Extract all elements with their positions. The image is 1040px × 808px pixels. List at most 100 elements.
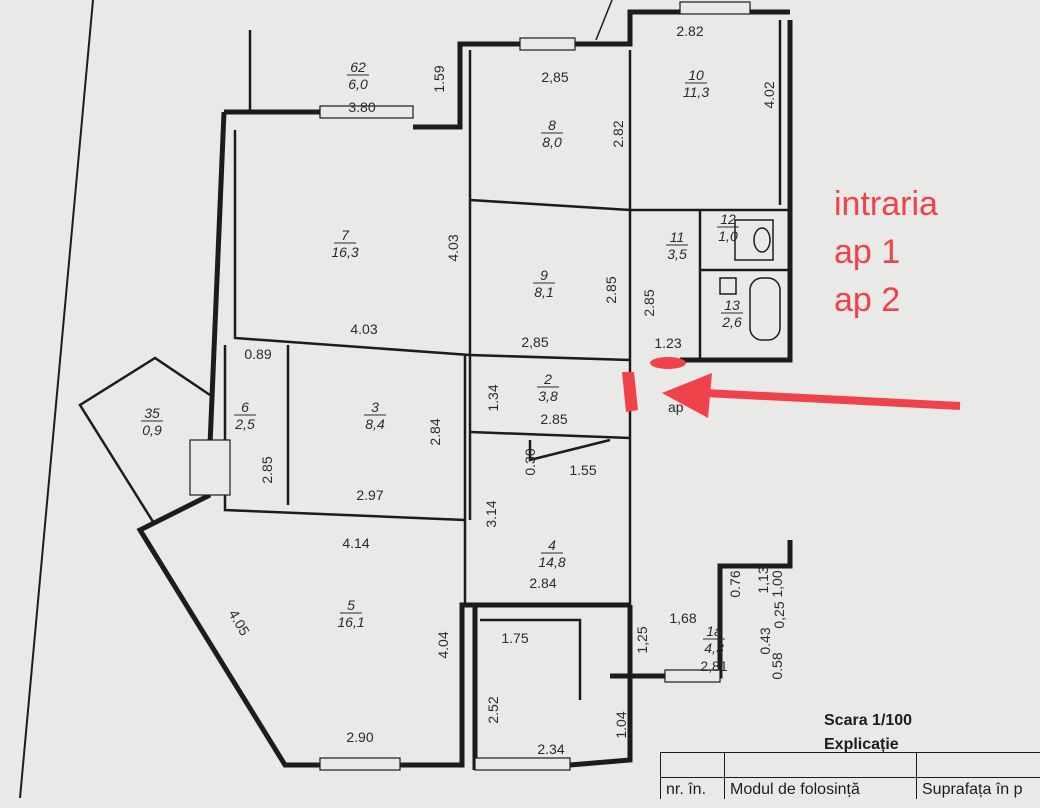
interior-wall [469,430,631,440]
dimension-label: 4.03 [350,321,377,337]
dimension-label: 0,25 [771,601,787,628]
room-number: 4 [548,537,556,553]
dimension-label: 4.03 [445,234,461,261]
room-area: 0,9 [142,422,162,438]
wall [413,41,520,130]
room-number: 35 [144,405,160,421]
interior-wall [469,198,790,212]
legend-header-row: nr. în. Modul de folosință Suprafața în … [660,777,1040,808]
dimension-label: 3.80 [348,99,375,115]
room-area: 14,8 [538,554,565,570]
dimension-label: 4.14 [342,535,369,551]
dimension-label: 2.90 [346,729,373,745]
room-area: 8,4 [365,416,385,432]
scale-label: Scara 1/100 [824,712,913,729]
balcony-outline [78,356,211,526]
dimension-label: 1.34 [485,384,501,411]
room-number: 7 [341,227,350,243]
room-area: 3,8 [538,388,558,404]
room-area: 2,5 [234,416,255,432]
dimension-label: 2.85 [603,276,619,303]
dimension-label: 2.84 [529,575,556,591]
dimension-label: 2.82 [676,23,703,39]
table-divider [724,753,725,799]
interior-wall [480,618,582,700]
dimension-label: 1,00 [769,570,785,597]
dimension-label: 1.04 [613,711,629,738]
dimension-label: 1.75 [501,630,528,646]
dimension-label: 0.30 [522,448,538,475]
dimension-label: 0.76 [727,570,743,597]
room-number: 12 [720,211,736,227]
entrance-door-marker [622,372,638,412]
dimension-label: 2.97 [356,487,383,503]
wall [136,492,320,768]
window [519,37,576,51]
dimension-label: 2.85 [540,411,567,427]
stair [528,438,611,462]
window [474,757,571,771]
interior-wall [233,130,631,362]
dimension-label: 2,85 [521,334,548,350]
wall [207,111,227,446]
room-area: 3,5 [667,246,687,262]
page-fold-line [595,0,613,41]
room-area: 4,3 [704,640,724,656]
toilet-bowl-icon [753,227,771,253]
dimension-label: 0.43 [757,627,773,654]
entrance-annotation: intraria ap 1 ap 2 [834,180,938,324]
window [319,757,401,771]
room-number: 3 [371,399,379,415]
room-number: 5 [347,597,355,613]
legend-block: Scara 1/100 Explicație nr. în. Modul de … [660,712,1040,799]
annotation-line: ap 1 [834,233,901,271]
dimension-label: 2,81 [700,658,727,674]
dimension-label: 2.85 [641,289,657,316]
dimension-label: 2,85 [541,69,568,85]
dimension-label: 4.05 [226,607,254,639]
dimension-label: 2.34 [537,741,564,757]
window [319,105,414,119]
room-area: 1,0 [718,228,738,244]
room-area: 8,1 [534,284,553,300]
room-area: 11,3 [683,84,709,100]
sink-icon [719,277,737,295]
wall [575,9,680,47]
window [189,439,231,496]
legend-col-nr: nr. în. [666,781,707,798]
room-area: 8,0 [542,134,562,150]
room-area: 16,3 [331,244,358,260]
dimension-label: 2.82 [610,120,626,147]
room-number: 10 [688,67,704,83]
door-label: ap [668,399,684,415]
dimension-label: 3.14 [483,500,499,527]
entrance-arrowhead-icon [662,373,712,418]
entrance-arrow-icon [704,389,961,410]
dimension-label: 0.58 [769,652,785,679]
dimension-label: 1.23 [654,335,681,351]
window [664,669,721,683]
dimension-label: 1,13 [755,566,771,593]
toilet-icon [734,219,774,261]
legend-table: nr. în. Modul de folosință Suprafața în … [660,752,1040,799]
room-number: 11 [670,229,685,245]
room-number: 8 [548,117,556,133]
legend-title: Explicație [824,736,899,753]
legend-col-area: Suprafața în p [922,781,1023,798]
wall [400,602,630,768]
dimension-label: 1,68 [669,610,696,626]
dimension-label: 1.55 [569,462,596,478]
annotation-line: intraria [834,185,938,223]
legend-col-use: Modul de folosință [730,781,860,798]
room-area: 16,1 [337,614,364,630]
dimension-label: 4.02 [761,81,777,108]
dimension-label: 1,25 [634,626,650,653]
dimension-label: 2.85 [259,456,275,483]
room-number: 1a [706,623,722,639]
dimension-label: 2.84 [427,418,443,445]
room-number: 6 [241,399,249,415]
room-area: 2,6 [721,314,742,330]
room-number: 2 [543,371,552,387]
page-border-line [19,0,94,798]
